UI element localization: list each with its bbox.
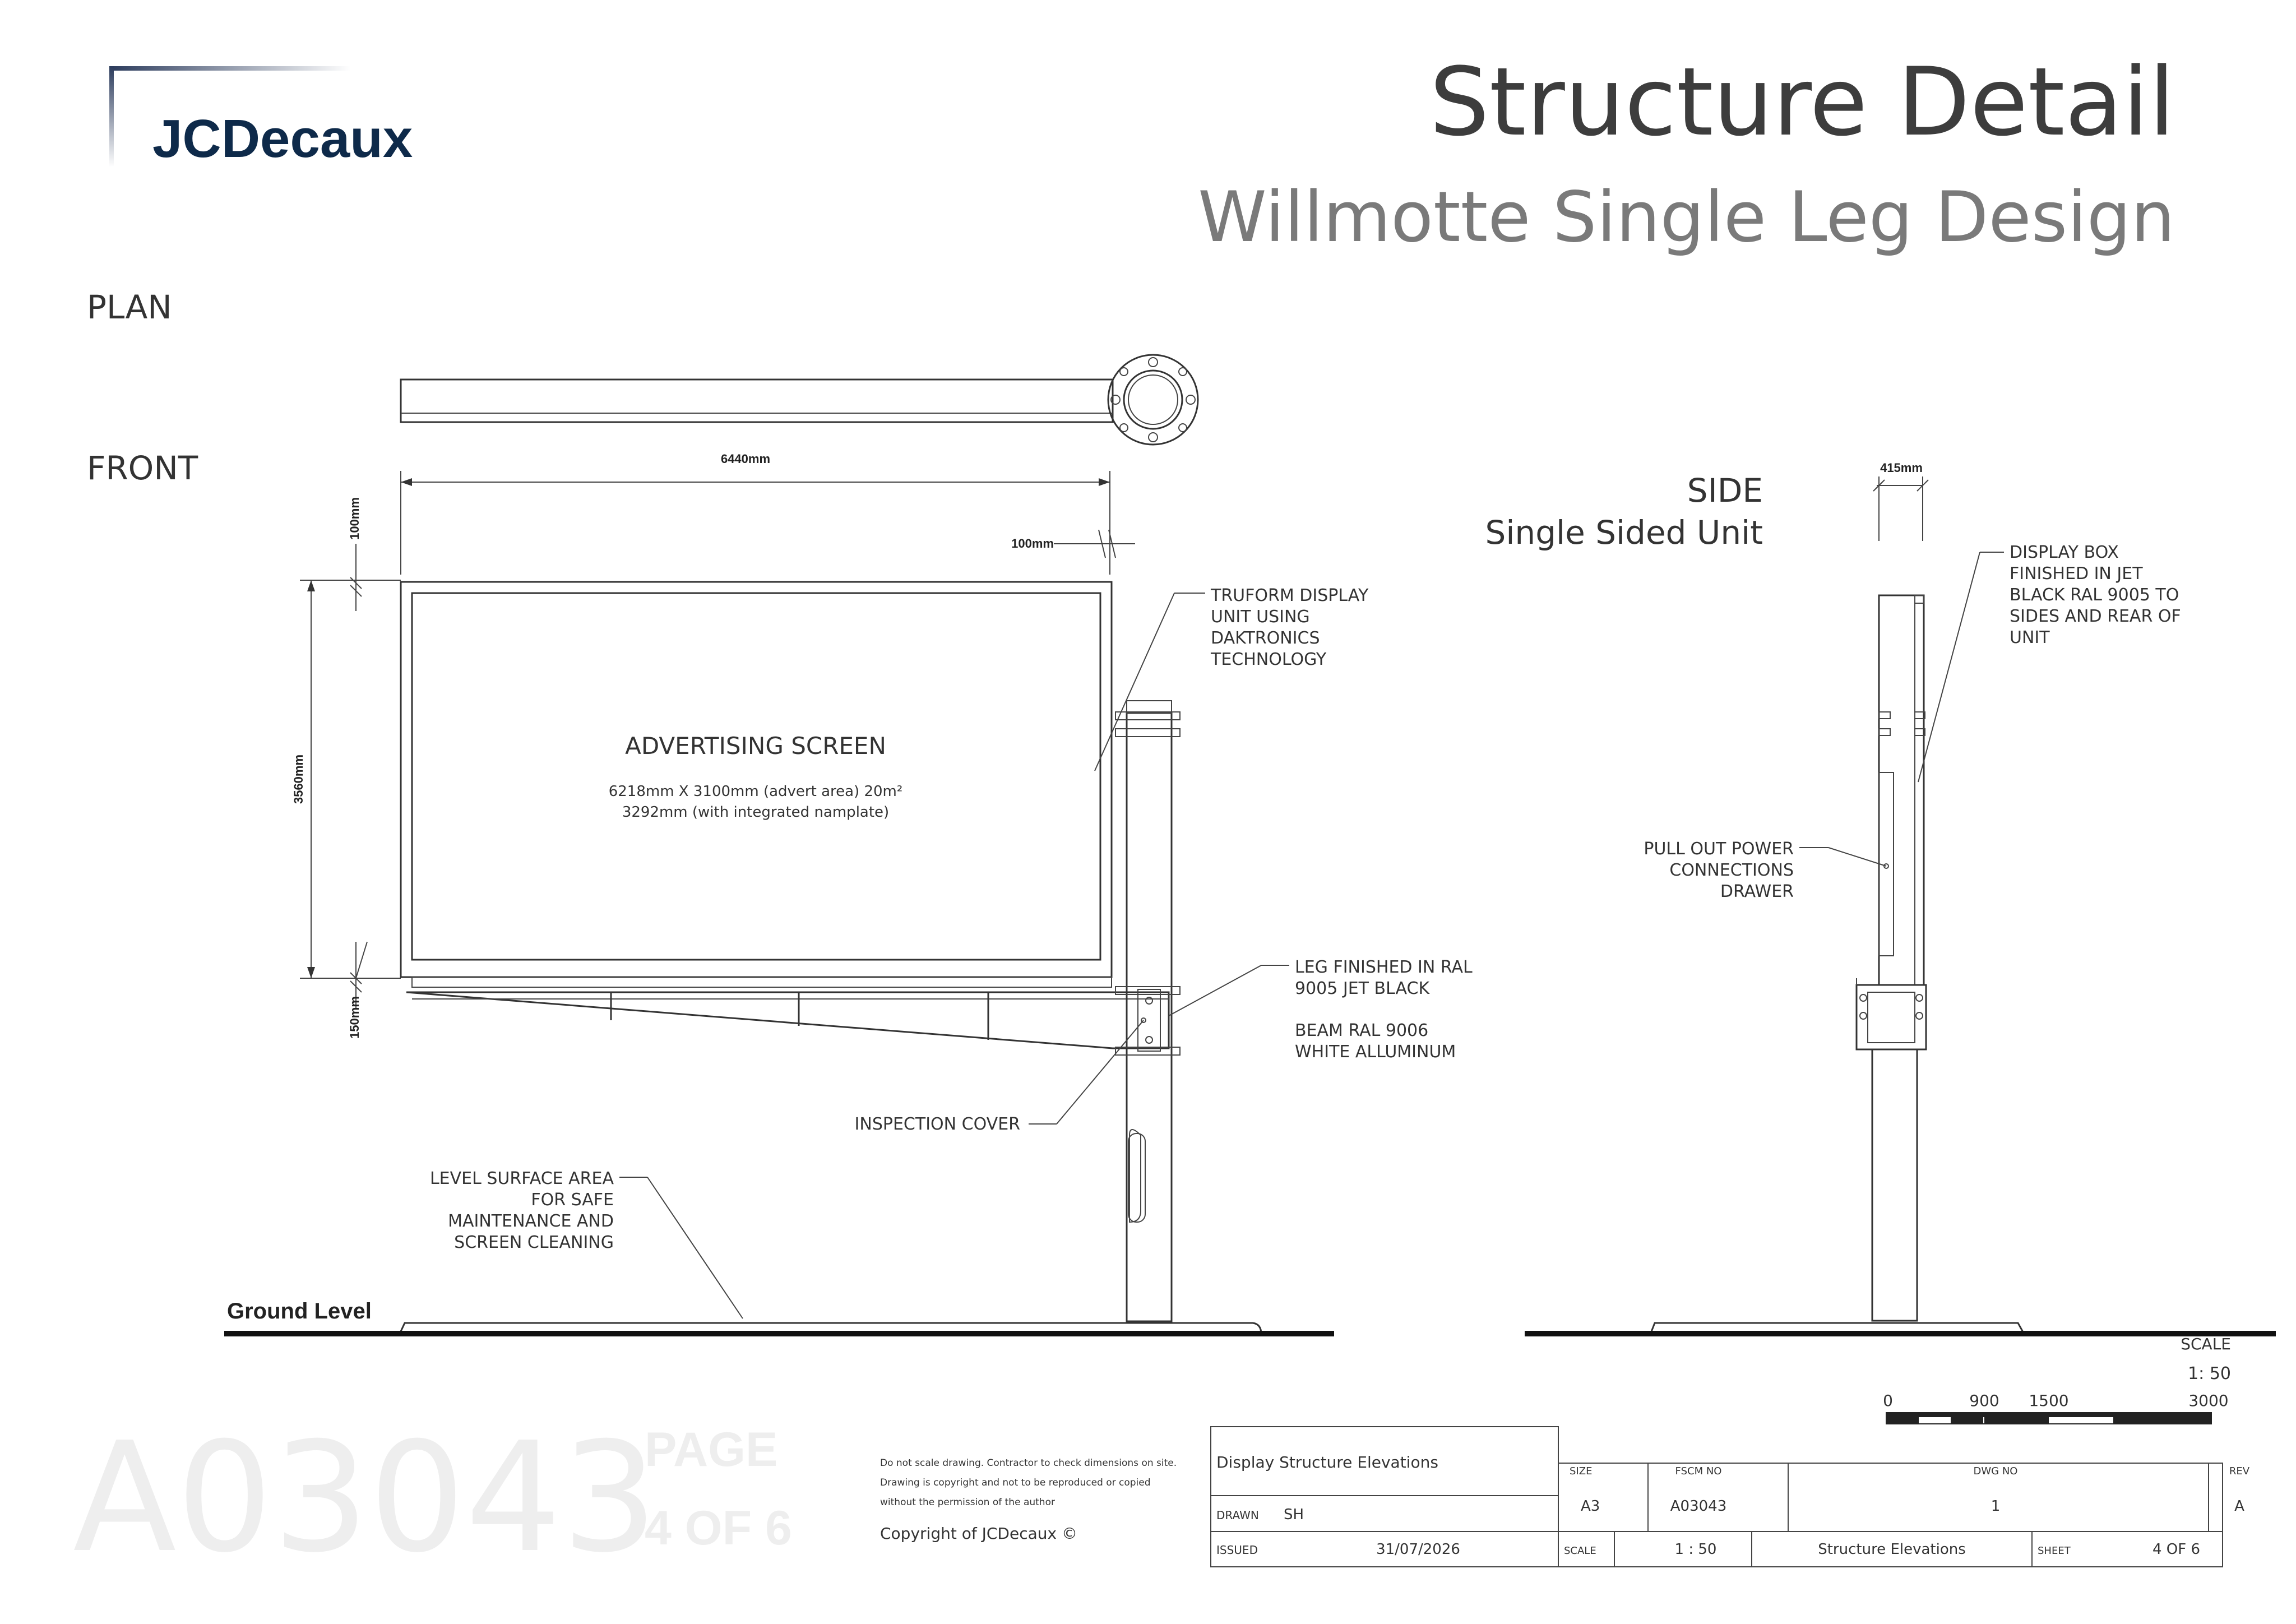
side-label: SIDE bbox=[1687, 471, 1763, 510]
scale-tick-3000: 3000 bbox=[2188, 1391, 2228, 1410]
side-view: 415mm PULL OUT POWER CONNECTIONS DRAWER bbox=[1525, 461, 2276, 1336]
callout-display-box-1: DISPLAY BOX bbox=[2010, 543, 2119, 562]
callout-beam-1: BEAM RAL 9006 bbox=[1295, 1021, 1428, 1040]
advertising-screen bbox=[411, 592, 1101, 961]
callout-power-2: CONNECTIONS bbox=[1669, 860, 1794, 880]
callout-display-box-4: SIDES AND REAR OF bbox=[2010, 607, 2181, 626]
front-ground-line bbox=[224, 1331, 1334, 1336]
side-depth-dimension: 415mm bbox=[1880, 461, 1923, 475]
scale-label: SCALE bbox=[2181, 1335, 2231, 1353]
page-subtitle: Willmotte Single Leg Design bbox=[1198, 177, 2175, 258]
scale-field-value: 1 : 50 bbox=[1675, 1541, 1717, 1558]
watermark-code: A03043 bbox=[73, 1409, 658, 1586]
drawn-label: DRAWN bbox=[1216, 1509, 1259, 1522]
issued-label: ISSUED bbox=[1216, 1543, 1258, 1557]
callout-truform-2: UNIT USING bbox=[1211, 607, 1310, 627]
sheet-value: 4 OF 6 bbox=[2152, 1541, 2200, 1558]
drawn-value: SH bbox=[1284, 1506, 1304, 1523]
logo-text: JCDecaux bbox=[152, 109, 413, 169]
callout-display-box-2: FINISHED IN JET bbox=[2010, 564, 2143, 584]
screen-title: ADVERTISING SCREEN bbox=[625, 732, 886, 760]
top-gap-dimension: 100mm bbox=[348, 497, 362, 540]
height-dimension: 3560mm bbox=[291, 755, 305, 804]
dwg-label: DWG NO bbox=[1974, 1465, 2018, 1477]
copyright: Copyright of JCDecaux © bbox=[880, 1524, 1077, 1543]
sheet-label: SHEET bbox=[2038, 1545, 2071, 1557]
watermark: A03043 PAGE 4 OF 6 bbox=[73, 1409, 792, 1586]
callout-beam-2: WHITE ALLUMINUM bbox=[1295, 1042, 1456, 1062]
callout-display-box-3: BLACK RAL 9005 TO bbox=[2010, 585, 2179, 605]
scale-bar: SCALE 1: 50 0 900 1500 3000 bbox=[1883, 1335, 2231, 1424]
disclaimer-line2: Drawing is copyright and not to be repro… bbox=[880, 1477, 1151, 1488]
size-label: SIZE bbox=[1570, 1465, 1592, 1477]
support-leg bbox=[1126, 712, 1173, 1322]
issued-value: 31/07/2026 bbox=[1376, 1541, 1460, 1558]
callout-level-2: FOR SAFE bbox=[531, 1190, 614, 1210]
screen-frame bbox=[400, 581, 1113, 978]
side-leg bbox=[1871, 1048, 1918, 1322]
disclaimer-line3: without the permission of the author bbox=[880, 1497, 1055, 1508]
bottom-gap-dimension: 150mm bbox=[348, 996, 362, 1039]
drawing-title: Display Structure Elevations bbox=[1216, 1453, 1438, 1472]
screen-spec-line2: 3292mm (with integrated namplate) bbox=[622, 804, 889, 821]
callout-leg-1: LEG FINISHED IN RAL bbox=[1295, 957, 1473, 977]
scale-field-label: SCALE bbox=[1564, 1545, 1596, 1557]
callout-inspection-cover: INSPECTION COVER bbox=[855, 1114, 1020, 1134]
callout-level-1: LEVEL SURFACE AREA bbox=[430, 1169, 614, 1188]
size-value: A3 bbox=[1581, 1498, 1600, 1515]
callout-level-3: MAINTENANCE AND bbox=[448, 1211, 614, 1231]
callout-truform-3: DAKTRONICS bbox=[1211, 628, 1320, 648]
callout-power-3: DRAWER bbox=[1720, 882, 1794, 901]
callout-truform-4: TECHNOLOGY bbox=[1210, 650, 1327, 669]
plan-label: PLAN bbox=[87, 288, 172, 326]
watermark-page-label: PAGE bbox=[645, 1423, 777, 1477]
rev-value: A bbox=[2234, 1498, 2244, 1515]
side-display-box bbox=[1878, 594, 1925, 986]
plan-view bbox=[400, 354, 1199, 446]
description-value: Structure Elevations bbox=[1818, 1541, 1966, 1558]
side-ground-line bbox=[1525, 1331, 2276, 1336]
title-block: Display Structure Elevations DRAWN SH IS… bbox=[1210, 1426, 2250, 1567]
scale-tick-900: 900 bbox=[1969, 1391, 1999, 1410]
ground-level-label: Ground Level bbox=[227, 1299, 372, 1324]
jcdecaux-logo: JCDecaux bbox=[109, 66, 413, 169]
fscm-label: FSCM NO bbox=[1675, 1465, 1722, 1477]
page-title: Structure Detail bbox=[1429, 47, 2175, 157]
scale-tick-1500: 1500 bbox=[2029, 1391, 2068, 1410]
scale-ratio: 1: 50 bbox=[2188, 1364, 2231, 1384]
front-view: 6440mm 100mm 3560mm 100mm 150mm ADVERTIS… bbox=[224, 452, 1473, 1336]
dwg-value: 1 bbox=[1991, 1498, 2001, 1515]
callout-leg-2: 9005 JET BLACK bbox=[1295, 979, 1430, 998]
width-dimension: 6440mm bbox=[721, 452, 770, 466]
side-sublabel: Single Sided Unit bbox=[1485, 513, 1763, 552]
callout-display-box-5: UNIT bbox=[2010, 628, 2050, 647]
disclaimer-line1: Do not scale drawing. Contractor to chec… bbox=[880, 1458, 1177, 1469]
scale-tick-0: 0 bbox=[1883, 1391, 1893, 1410]
rev-label: REV bbox=[2229, 1465, 2250, 1477]
callout-power-1: PULL OUT POWER bbox=[1644, 839, 1794, 859]
callout-level-4: SCREEN CLEANING bbox=[454, 1233, 614, 1252]
right-gap-dimension: 100mm bbox=[1011, 536, 1054, 550]
screen-spec-line1: 6218mm X 3100mm (advert area) 20m² bbox=[609, 783, 903, 800]
front-label: FRONT bbox=[87, 449, 198, 487]
watermark-page-num: 4 OF 6 bbox=[645, 1501, 792, 1555]
fscm-value: A03043 bbox=[1670, 1498, 1727, 1515]
callout-truform-1: TRUFORM DISPLAY bbox=[1210, 586, 1369, 605]
